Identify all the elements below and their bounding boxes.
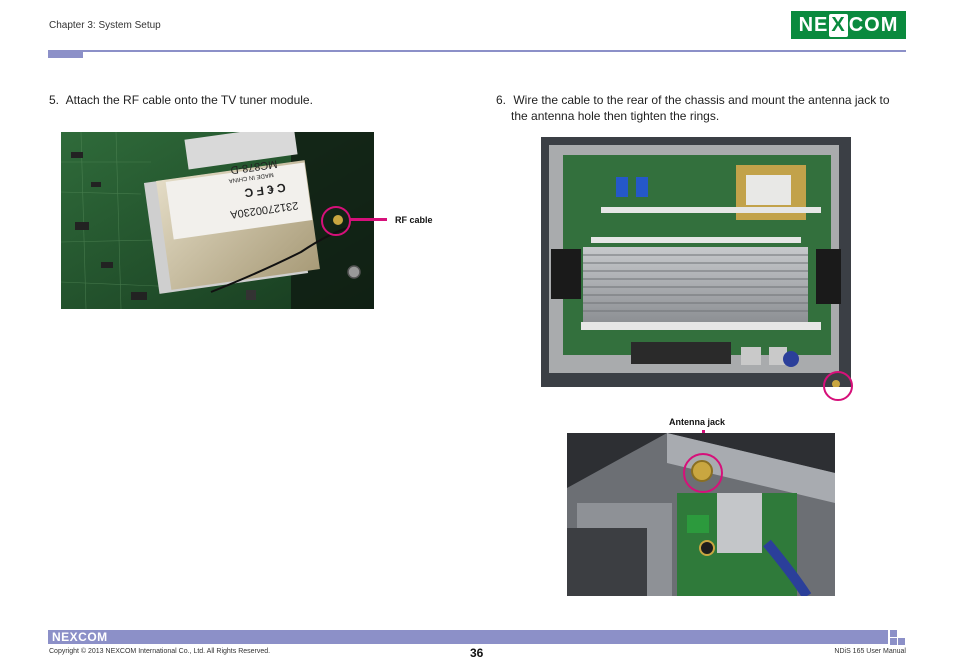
rf-cable-pointer-line [349, 218, 387, 221]
step-6: 6. Wire the cable to the rear of the cha… [496, 92, 906, 124]
footer-square-3 [898, 638, 905, 645]
antenna-jack-label: Antenna jack [669, 417, 726, 427]
step-6-text-cont: the antenna hole then tighten the rings. [511, 109, 720, 123]
header-rule [83, 50, 906, 52]
footer-logo: NEXCOM [52, 630, 108, 644]
chassis-photo [541, 137, 851, 387]
footer-square-2 [890, 638, 897, 645]
manual-title: NDiS 165 User Manual [834, 648, 906, 655]
page-number: 36 [470, 646, 484, 660]
chapter-title: Chapter 3: System Setup [49, 20, 161, 31]
module-marks: C € F C [243, 180, 286, 200]
rf-cable-label: RF cable [395, 215, 433, 225]
step-5: 5. Attach the RF cable onto the TV tuner… [49, 93, 313, 107]
antenna-jack-highlight-circle [683, 453, 723, 493]
footer-bar [48, 630, 888, 644]
header-accent-block [48, 50, 83, 58]
chassis-illustration [541, 137, 851, 387]
logo-x-glyph: X [829, 13, 848, 37]
step-6-text: Wire the cable to the rear of the chassi… [513, 93, 890, 107]
copyright-text: Copyright © 2013 NEXCOM International Co… [49, 648, 271, 655]
footer-square-1 [890, 630, 897, 637]
antenna-hole-highlight-circle [823, 371, 853, 401]
step-5-text: Attach the RF cable onto the TV tuner mo… [65, 93, 313, 107]
rf-cable-highlight-circle [321, 206, 351, 236]
